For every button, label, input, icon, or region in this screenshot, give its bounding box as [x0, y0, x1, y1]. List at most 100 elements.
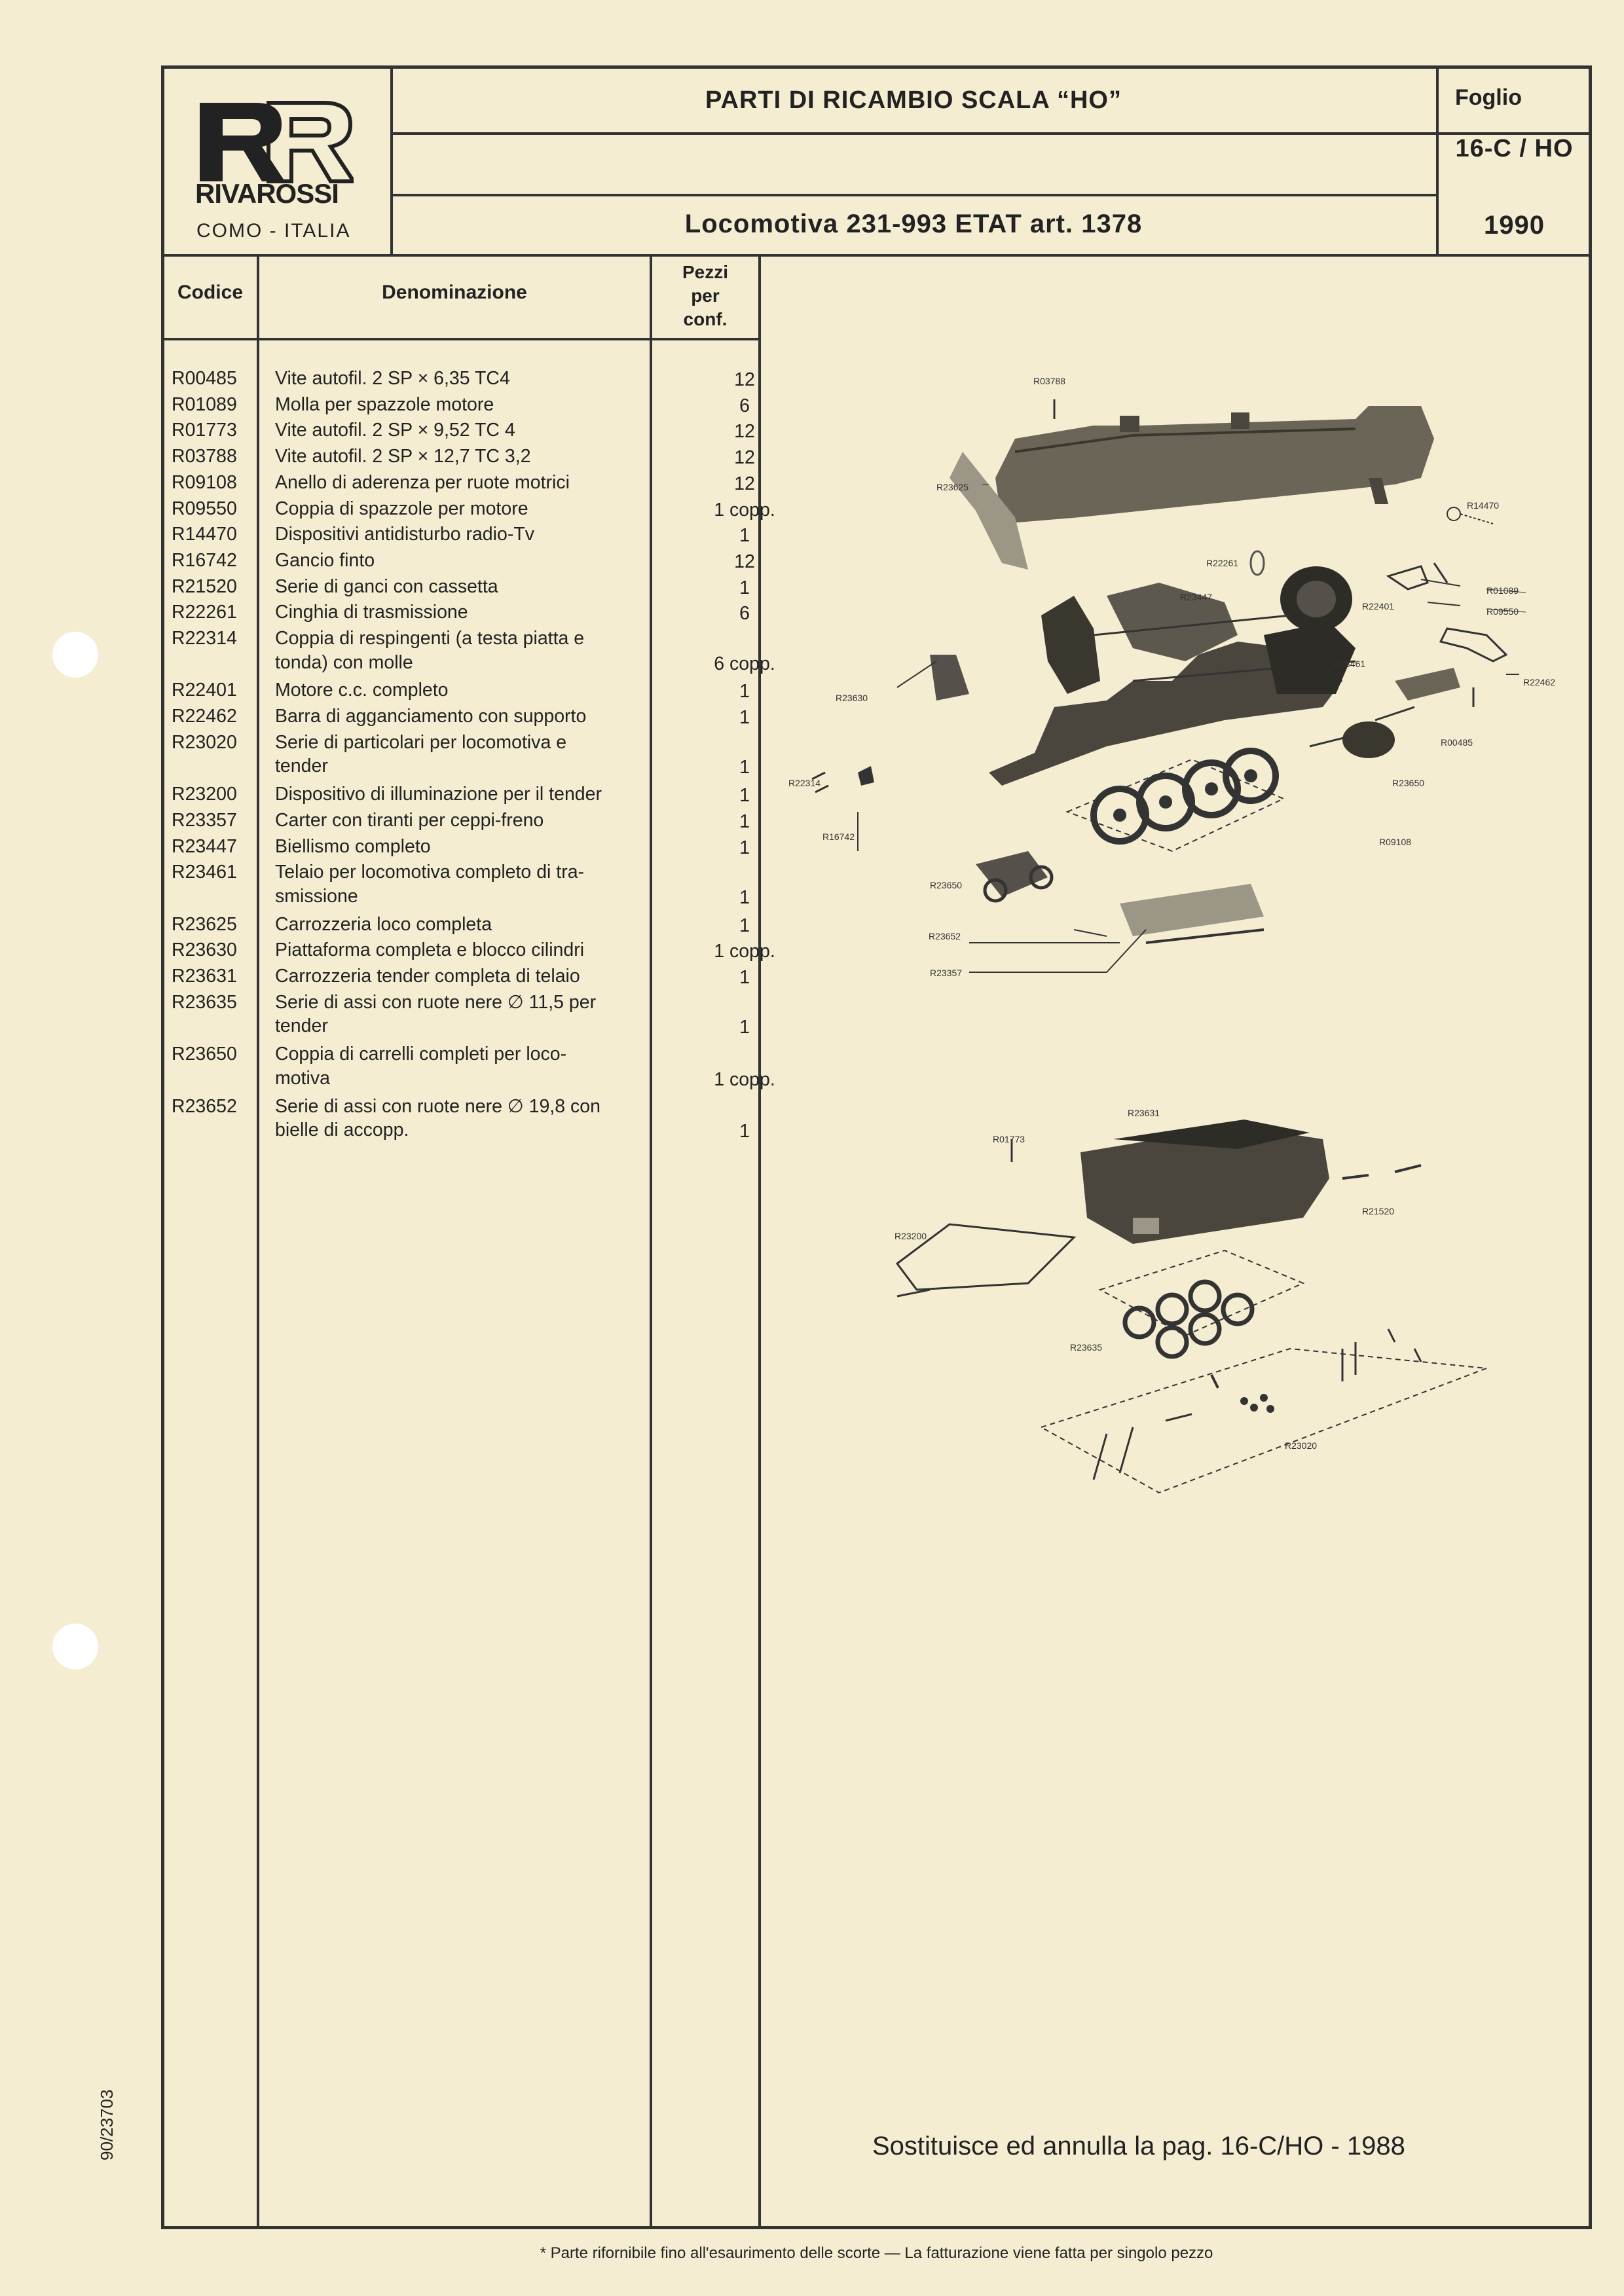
part-quantity: 1 [739, 886, 750, 908]
label-r22401: R22401 [1362, 601, 1395, 611]
part-code: R23652 [172, 1095, 237, 1117]
part-description: Serie di assi con ruote nere ∅ 19,8 con [275, 1095, 600, 1117]
label-r01089: R01089 [1486, 585, 1519, 596]
part-quantity: 12 [734, 473, 755, 494]
header-rule-2 [390, 194, 1438, 196]
part-description: Coppia di carrelli completi per loco- [275, 1044, 567, 1065]
label-r21520: R21520 [1362, 1206, 1395, 1216]
part-quantity: 12 [734, 447, 755, 469]
header-divider-logo [390, 65, 393, 255]
part-quantity: 1 [739, 681, 750, 702]
part-quantity: 1 copp. [714, 1068, 775, 1090]
label-r16742: R16742 [822, 831, 855, 842]
part-code: R23461 [172, 862, 237, 883]
label-r22314: R22314 [788, 778, 821, 788]
part-code: R22314 [172, 628, 237, 649]
header-rule-1 [390, 132, 1592, 135]
part-description: Motore c.c. completo [275, 680, 449, 701]
part-code: R23020 [172, 731, 237, 753]
part-description: Carter con tiranti per ceppi-freno [275, 809, 544, 831]
part-quantity: 6 copp. [714, 653, 775, 674]
rivarossi-logo-mark [200, 101, 358, 183]
tender-drawing [1080, 1120, 1329, 1244]
part-quantity: 1 [739, 707, 750, 729]
label-r23461: R23461 [1333, 659, 1366, 669]
part-quantity: 1 [739, 915, 750, 936]
col-header-rule [161, 338, 760, 340]
replacement-note: Sostituisce ed annulla la pag. 16-C/HO -… [872, 2132, 1405, 2160]
part-description: Biellismo completo [275, 835, 431, 857]
part-description: tonda) con molle [275, 651, 413, 673]
part-code: R01089 [172, 393, 237, 415]
part-description: tender [275, 1015, 328, 1037]
label-r23447: R23447 [1180, 592, 1213, 602]
page-frame [161, 65, 1592, 2229]
part-description: Coppia di spazzole per motore [275, 498, 528, 519]
part-description: Vite autofil. 2 SP × 12,7 TC 3,2 [275, 446, 531, 467]
label-r22462: R22462 [1523, 677, 1556, 687]
part-code: R23630 [172, 939, 237, 961]
part-code: R09550 [172, 498, 237, 519]
mechanism-drawing [1041, 583, 1291, 694]
label-r00485: R00485 [1441, 737, 1473, 748]
part-quantity: 1 [739, 757, 750, 778]
tender-wheels-drawing [1122, 1279, 1255, 1359]
part-code: R23625 [172, 913, 237, 935]
part-description: Cinghia di trasmissione [275, 602, 468, 623]
part-description: tender [275, 756, 328, 777]
sheet-year: 1990 [1484, 211, 1545, 240]
col-divider-qty [758, 254, 761, 2229]
label-r09550: R09550 [1486, 606, 1519, 617]
part-code: R23631 [172, 966, 237, 987]
table-row: R22261 Cinghia di trasmissione 6 [172, 602, 761, 628]
label-r23650-right: R23650 [1392, 778, 1425, 788]
part-quantity: 12 [734, 421, 755, 443]
part-code: R01773 [172, 420, 237, 441]
part-description: Vite autofil. 2 SP × 6,35 TC4 [275, 368, 510, 389]
part-quantity: 6 [739, 603, 750, 625]
brand-location: COMO - ITALIA [196, 220, 351, 242]
part-code: R23447 [172, 835, 237, 857]
part-description: smissione [275, 885, 358, 907]
chassis-drawing [989, 622, 1356, 786]
table-row: R23635 Serie di assi con ruote nere ∅ 11,… [172, 992, 761, 1044]
part-quantity: 1 [739, 1121, 750, 1142]
part-description: Anello di aderenza per ruote motrici [275, 471, 570, 493]
part-quantity: 1 [739, 967, 750, 989]
part-code: R23357 [172, 809, 237, 831]
part-code: R14470 [172, 524, 237, 545]
label-r23020: R23020 [1285, 1440, 1318, 1451]
part-description: Carrozzeria tender completa di telaio [275, 966, 580, 987]
header-divider-sheet [1436, 65, 1439, 255]
table-row: R22314 Coppia di respingenti (a testa pia… [172, 628, 775, 680]
part-quantity: 12 [734, 551, 755, 572]
page-subtitle: Locomotiva 231-993 ETAT art. 1378 [684, 210, 1143, 238]
rivarossi-logo [196, 100, 358, 211]
table-row: R23631 Carrozzeria tender completa di tel… [172, 966, 761, 992]
part-description: Serie di ganci con cassetta [275, 575, 498, 597]
part-description: Coppia di respingenti (a testa piatta e [275, 628, 585, 649]
part-code: R16742 [172, 549, 237, 571]
part-code: R22261 [172, 602, 237, 623]
punch-hole-bottom [52, 1624, 98, 1669]
part-code: R23635 [172, 991, 237, 1013]
brand-name: RIVAROSSI [195, 178, 339, 209]
table-row: R23357 Carter con tiranti per ceppi-freno… [172, 810, 761, 836]
part-code: R23200 [172, 784, 237, 805]
col-header-code: Codice [177, 282, 244, 303]
part-description: Serie di assi con ruote nere ∅ 11,5 per [275, 991, 597, 1013]
part-quantity: 1 [739, 837, 750, 858]
part-code: R23650 [172, 1044, 237, 1065]
